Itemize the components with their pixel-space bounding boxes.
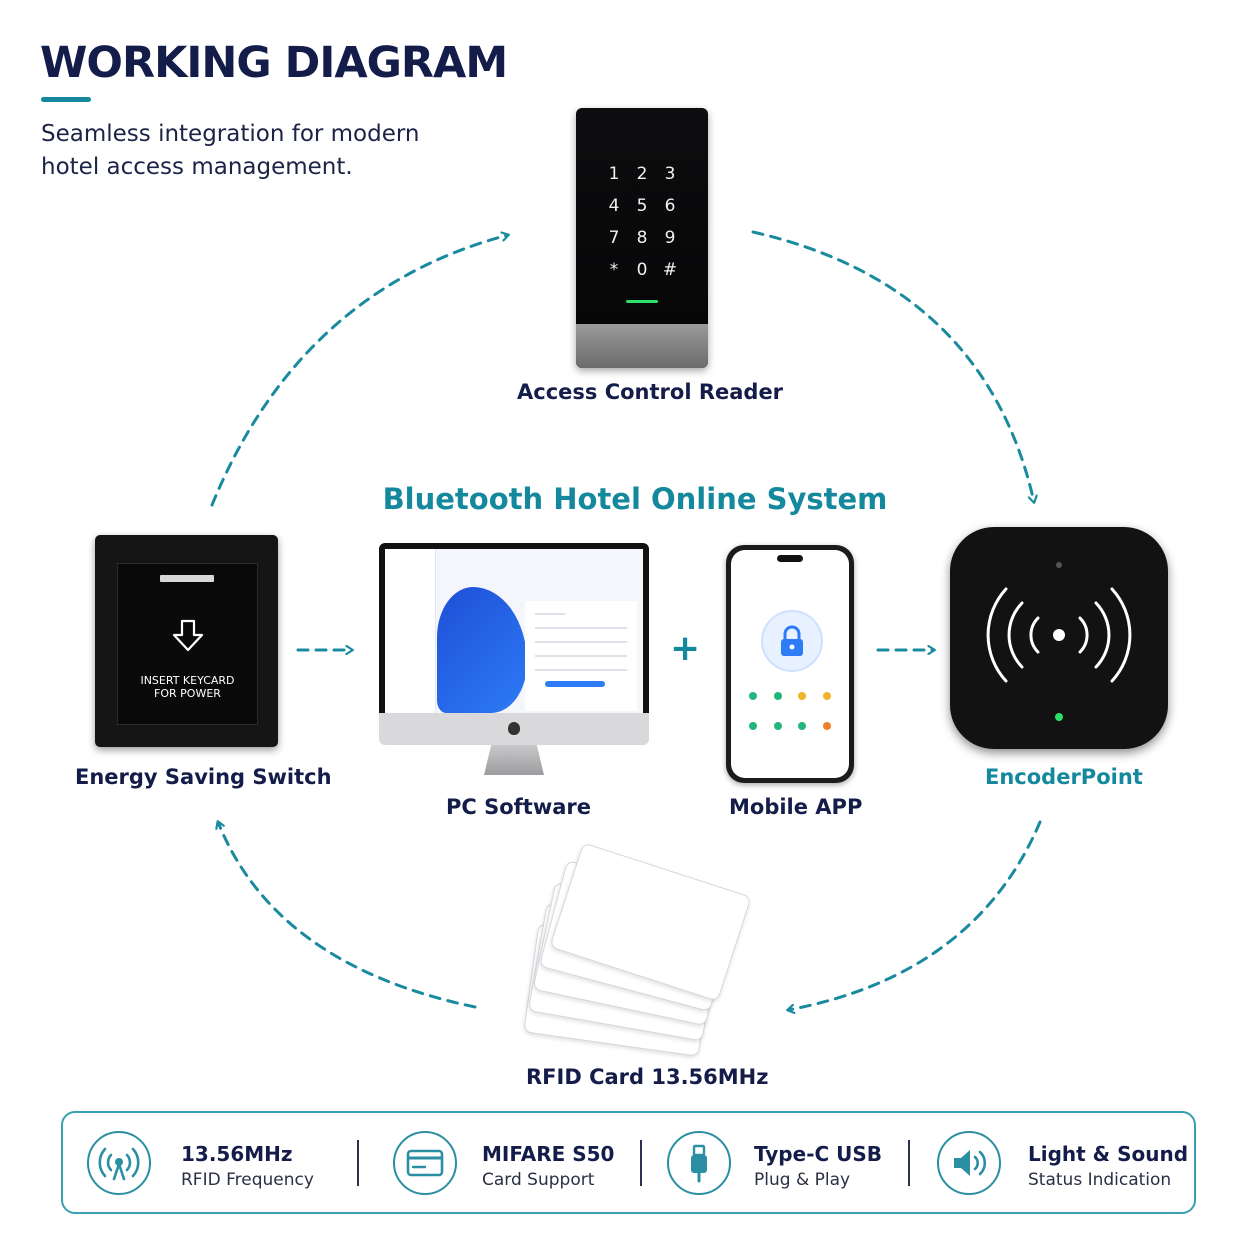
label-pc-software: PC Software xyxy=(446,795,592,819)
keypad-key: 6 xyxy=(664,196,676,216)
speaker-icon xyxy=(937,1131,1001,1195)
arrow-down-icon xyxy=(172,619,204,652)
signal-tower-icon xyxy=(87,1131,151,1195)
phone-notch xyxy=(777,555,803,562)
pc-monitor xyxy=(379,543,649,783)
title-underline xyxy=(41,97,91,102)
keypad-key: 3 xyxy=(664,164,676,184)
keypad-key: 8 xyxy=(636,228,648,248)
label-access-control-reader: Access Control Reader xyxy=(517,380,784,404)
arrow-switch-to-reader xyxy=(210,235,508,507)
keypad-key: 2 xyxy=(636,164,648,184)
keypad-key: 1 xyxy=(608,164,620,184)
reader-status-led xyxy=(626,300,658,303)
card-icon xyxy=(393,1131,457,1195)
encoder-point-device xyxy=(950,527,1168,749)
mobile-phone xyxy=(726,545,854,783)
subtitle-line-2: hotel access management. xyxy=(41,154,353,180)
feature-usb: Type-C USB Plug & Play xyxy=(643,1113,913,1212)
reader-keypad: 1 2 3 4 5 6 7 8 9 * 0 # xyxy=(600,164,684,281)
arrow-encoder-to-card xyxy=(788,820,1042,1010)
system-title: Bluetooth Hotel Online System xyxy=(382,482,888,516)
feature-title: Type-C USB xyxy=(754,1142,883,1166)
rfid-cards-stack xyxy=(523,842,753,1057)
label-mobile-app: Mobile APP xyxy=(729,795,863,819)
feature-card-support: MIFARE S50 Card Support xyxy=(363,1113,643,1212)
label-encoder-point: EncoderPoint xyxy=(985,765,1143,789)
feature-divider xyxy=(908,1140,910,1186)
arrow-card-to-switch xyxy=(218,822,477,1009)
feature-divider xyxy=(640,1140,642,1186)
monitor-stand xyxy=(484,745,544,775)
feature-divider xyxy=(357,1140,359,1186)
feature-title: MIFARE S50 xyxy=(482,1142,615,1166)
feature-rfid-frequency: 13.56MHz RFID Frequency xyxy=(63,1113,363,1212)
feature-subtitle: Status Indication xyxy=(1028,1170,1172,1190)
monitor-bezel xyxy=(379,543,649,723)
keypad-key: # xyxy=(662,260,678,280)
phone-screen xyxy=(731,550,849,778)
keypad-key: * xyxy=(609,260,619,280)
feature-title: 13.56MHz xyxy=(181,1142,293,1166)
keypad-key: 4 xyxy=(608,196,620,216)
feature-title: Light & Sound xyxy=(1028,1142,1189,1166)
keypad-key: 0 xyxy=(636,260,648,280)
software-illustration xyxy=(437,587,527,713)
plus-sign: + xyxy=(670,628,701,669)
keypad-key: 7 xyxy=(608,228,620,248)
subtitle-line-1: Seamless integration for modern xyxy=(41,121,420,147)
arrow-reader-to-encoder xyxy=(751,230,1034,502)
card-slot xyxy=(160,575,214,582)
switch-instruction: INSERT KEYCARD FOR POWER xyxy=(118,674,257,700)
lock-icon xyxy=(781,625,803,656)
switch-text-line-1: INSERT KEYCARD xyxy=(140,674,235,687)
unlock-button xyxy=(761,610,823,672)
label-rfid-card: RFID Card 13.56MHz xyxy=(526,1065,769,1089)
features-bar: 13.56MHz RFID Frequency MIFARE S50 Card … xyxy=(61,1111,1196,1214)
rfid-waves-icon xyxy=(986,562,1132,721)
monitor-screen xyxy=(385,549,643,713)
software-panel xyxy=(525,601,637,711)
label-energy-saving-switch: Energy Saving Switch xyxy=(75,765,332,789)
keypad-key: 9 xyxy=(664,228,676,248)
brand-logo-icon xyxy=(508,722,520,735)
app-menu-icons xyxy=(741,692,839,730)
switch-text-line-2: FOR POWER xyxy=(154,687,221,700)
reader-metal-base xyxy=(576,324,708,368)
software-sidebar xyxy=(385,549,436,713)
feature-light-sound: Light & Sound Status Indication xyxy=(913,1113,1193,1212)
feature-subtitle: Plug & Play xyxy=(754,1170,851,1190)
energy-saving-switch-device: INSERT KEYCARD FOR POWER xyxy=(95,535,278,747)
keypad-key: 5 xyxy=(636,196,648,216)
feature-subtitle: RFID Frequency xyxy=(181,1170,314,1190)
feature-subtitle: Card Support xyxy=(482,1170,595,1190)
software-button xyxy=(545,681,605,687)
usb-plug-icon xyxy=(667,1131,731,1195)
page-title: WORKING DIAGRAM xyxy=(40,38,508,88)
switch-card-slot-panel: INSERT KEYCARD FOR POWER xyxy=(117,563,258,725)
page-subtitle: Seamless integration for modern hotel ac… xyxy=(41,118,420,184)
access-control-reader-device: 1 2 3 4 5 6 7 8 9 * 0 # xyxy=(576,108,708,368)
